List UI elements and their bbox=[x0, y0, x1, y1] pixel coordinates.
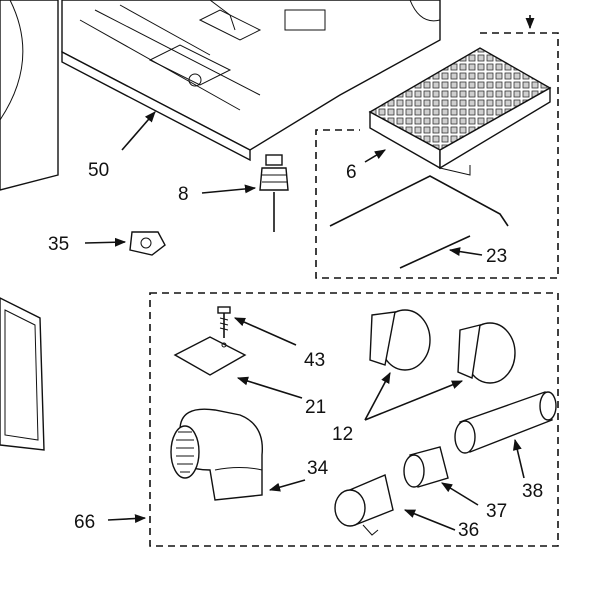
label-35: 35 bbox=[48, 234, 69, 255]
label-37: 37 bbox=[486, 501, 507, 522]
part-6-grille bbox=[368, 47, 552, 176]
label-8: 8 bbox=[178, 184, 189, 205]
dryer-cabinet bbox=[61, 0, 441, 162]
part-37-sleeve bbox=[403, 446, 449, 488]
part-36-clamp bbox=[334, 474, 394, 536]
label-38: 38 bbox=[522, 481, 543, 502]
left-side-panel bbox=[0, 0, 59, 191]
label-66: 66 bbox=[74, 512, 95, 533]
part-23-wire bbox=[329, 175, 509, 269]
part-38-tube bbox=[454, 391, 557, 454]
lower-detail-box bbox=[149, 292, 559, 547]
part-35-clip bbox=[129, 231, 166, 256]
part-43-screw bbox=[217, 306, 231, 338]
part-8-grommet bbox=[259, 154, 289, 232]
part-34-elbow bbox=[170, 408, 264, 501]
label-34: 34 bbox=[307, 458, 329, 479]
leader-arrows bbox=[84, 15, 535, 531]
upper-detail-box bbox=[315, 32, 559, 279]
door-panel bbox=[0, 297, 45, 451]
label-43: 43 bbox=[304, 350, 325, 371]
label-21: 21 bbox=[305, 397, 326, 418]
label-23: 23 bbox=[486, 246, 507, 267]
label-6: 6 bbox=[346, 162, 357, 183]
label-36: 36 bbox=[458, 520, 479, 541]
part-12-caps bbox=[369, 309, 516, 384]
label-12: 12 bbox=[332, 424, 353, 445]
label-50: 50 bbox=[88, 160, 109, 181]
part-21-plate bbox=[173, 336, 247, 376]
